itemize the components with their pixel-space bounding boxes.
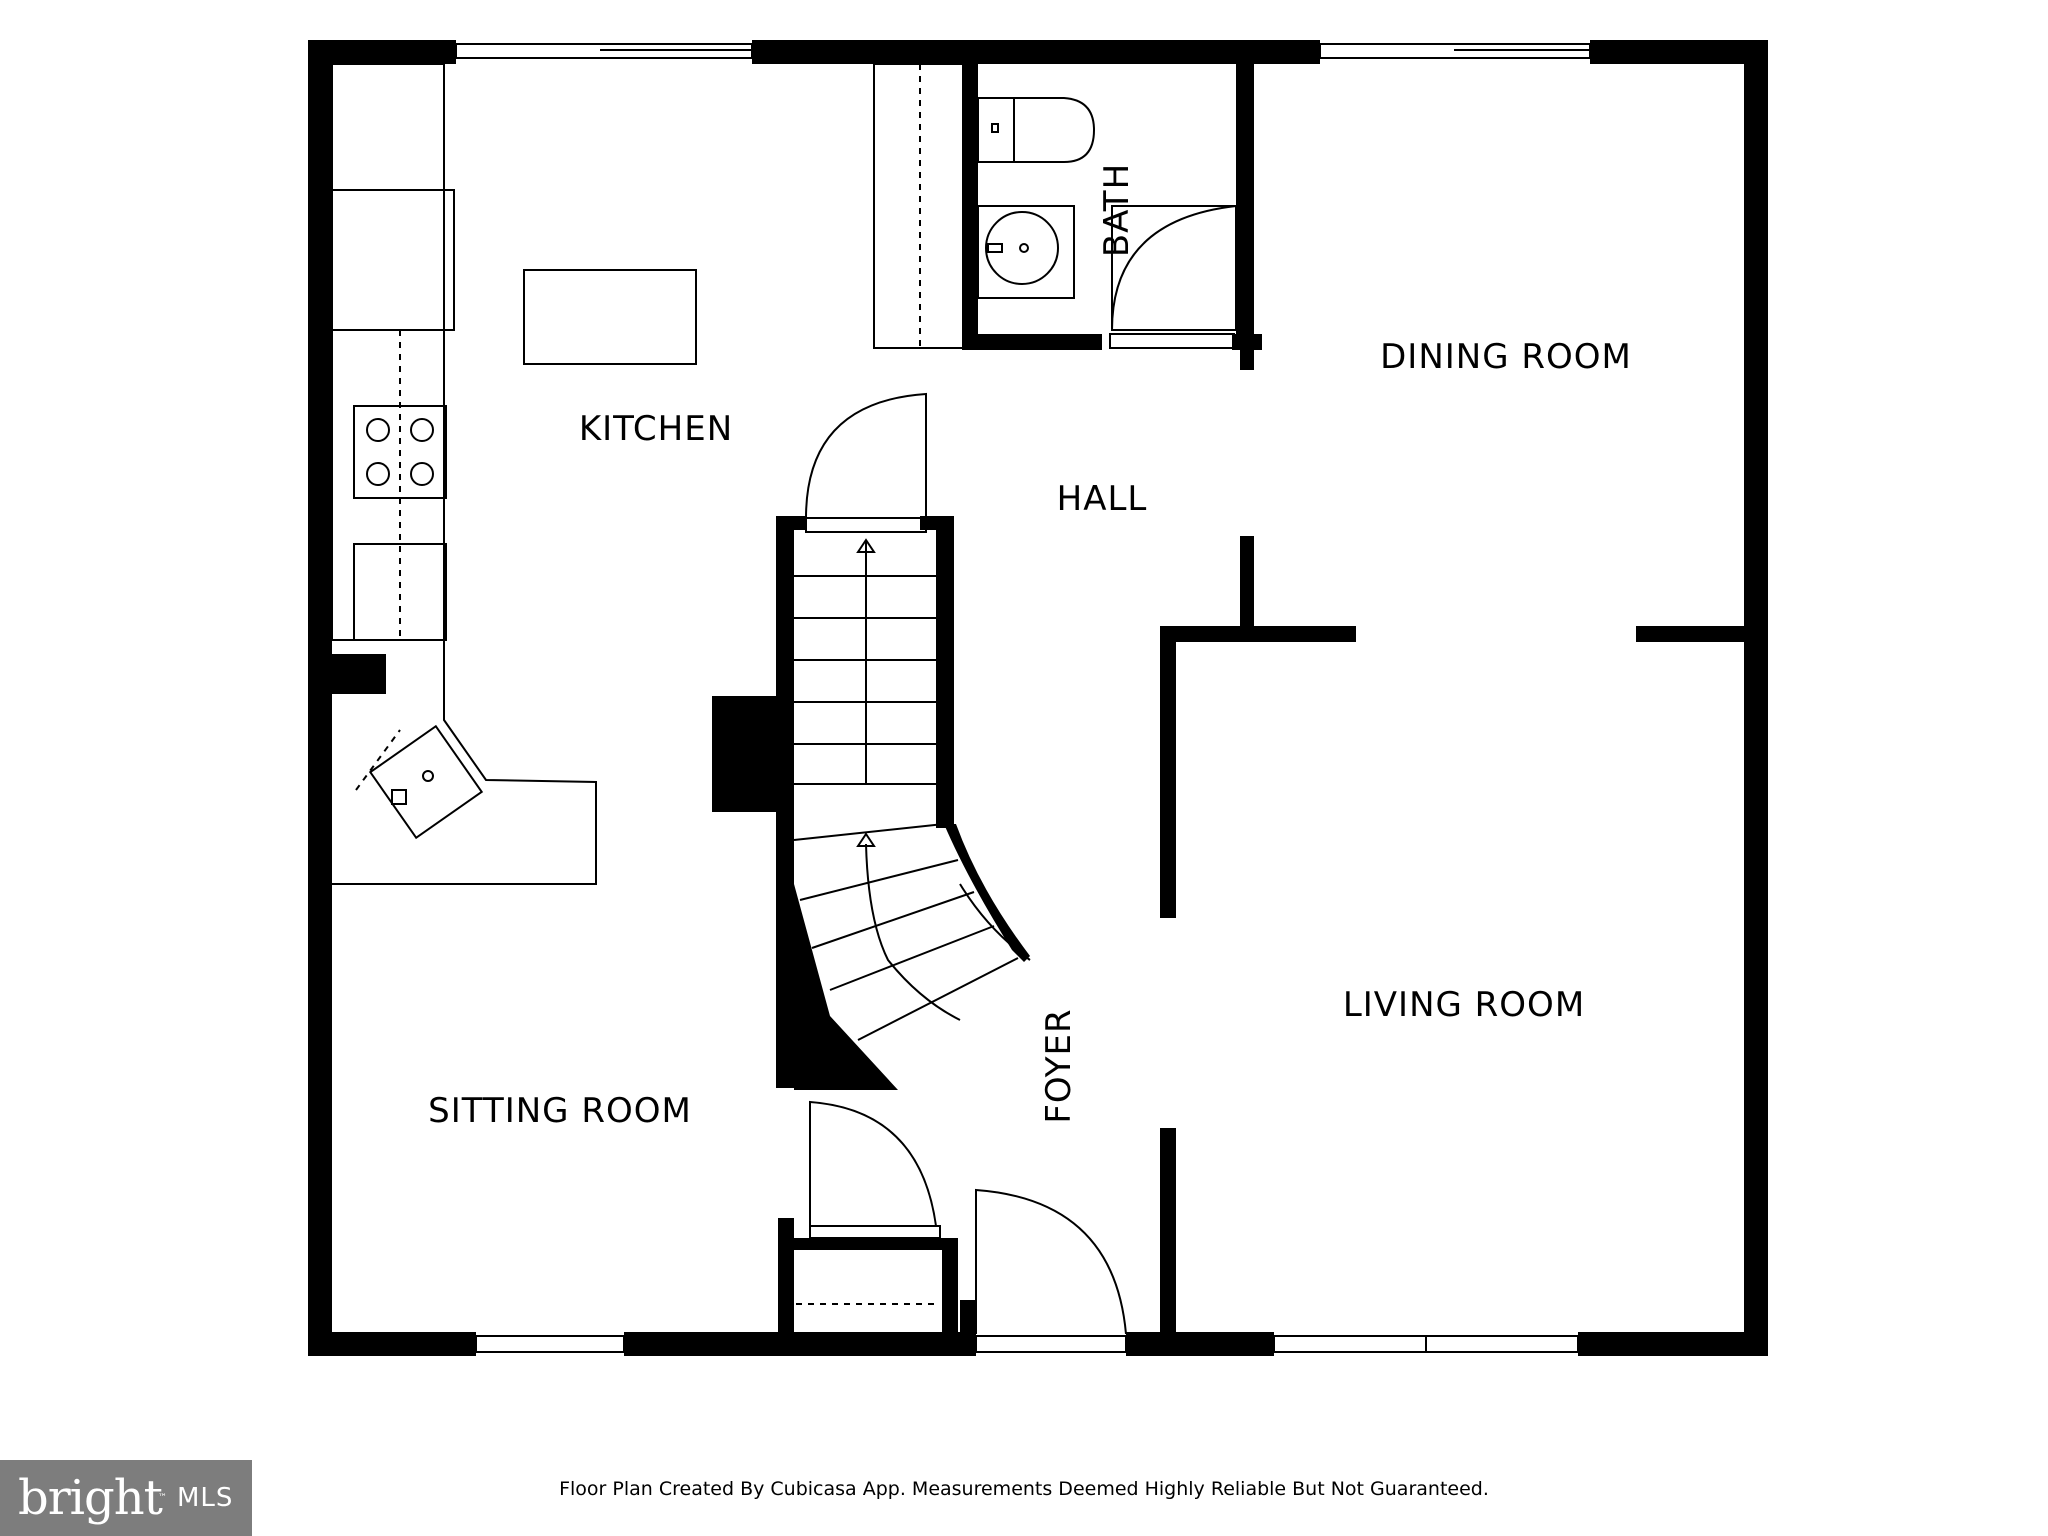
kitchen-fixtures [331,63,965,885]
wall-left-upper [308,40,332,880]
wall-dining-bottom-r [1636,626,1768,642]
window-sitting-bottom [475,1335,625,1353]
bath-door-swing [1111,205,1237,331]
label-dining-room: DINING ROOM [1380,337,1632,377]
bath-sink [977,205,1075,299]
closet-door-sill [809,1225,941,1239]
kitchen-counter-upper [331,63,445,331]
wall-top-mid [752,40,1320,64]
counter-dash-2 [355,729,401,791]
front-door [975,1188,1127,1353]
bath-sink-drain [1019,243,1029,253]
wall-foyer-door-l [960,1300,976,1356]
stair-arrow-head-2 [856,832,876,847]
stair-tread [811,891,975,949]
stair-arrow-curve [865,843,961,1021]
front-door-swing [975,1188,1127,1335]
toilet [977,97,1096,163]
stair-tread [793,823,945,841]
stairs [793,392,1031,1041]
stair-curve-wall [944,824,1030,962]
wall-right [1744,40,1768,1356]
faucet [391,789,407,805]
wall-left-lower [308,880,332,1356]
wall-closet-right [942,1238,958,1354]
closet [796,1100,941,1305]
stair-door-swing [805,392,927,519]
wall-bottom-1 [308,1332,476,1356]
label-hall: HALL [1057,479,1148,519]
bath-door-sill [1109,333,1235,349]
kitchen-sink [368,724,484,840]
label-kitchen: KITCHEN [579,409,733,449]
refrigerator [331,189,455,331]
wall-pier [330,654,386,694]
wall-stair-top-r [920,516,954,530]
wall-top-right [1590,40,1766,64]
wall-bath-left [962,60,978,350]
burner [366,462,390,486]
wall-top-left [308,40,456,64]
wall-living-left-lower [1160,1128,1176,1354]
front-door-sill [975,1335,1127,1353]
bath-fixtures [977,97,1237,349]
stair-curve-inner [959,883,1031,961]
kitchen-island [523,269,697,365]
stove [353,405,447,499]
wall-dining-bottom-l [1160,626,1356,642]
toilet-tank [977,97,1015,163]
windows [455,43,1591,1353]
floor-plan: KITCHEN HALL BATH DINING ROOM LIVING ROO… [308,40,1768,1356]
bright-mls-logo: bright ™ MLS [0,1460,252,1536]
wall-living-left-upper [1160,626,1176,918]
kitchen-counter-corner [332,639,597,885]
wall-dining-left-upper [1240,60,1254,370]
wall-stair-left [776,516,794,1088]
stair-tread [799,859,959,901]
sink-drain [422,770,434,782]
wall-dining-left-lower [1240,536,1254,628]
stair-tread [857,957,1019,1041]
toilet-button [991,123,999,133]
stair-tread [829,925,995,991]
stair-wedge [794,884,898,1090]
label-sitting-room: SITTING ROOM [428,1091,692,1131]
label-foyer: FOYER [1039,1008,1079,1123]
wall-closet-top [778,1238,954,1250]
wall-closet-left [778,1218,794,1354]
bath-sink-basin [985,211,1059,285]
wall-bottom-3 [1126,1332,1274,1356]
label-living-room: LIVING ROOM [1343,985,1585,1025]
wall-stair-top [776,516,806,530]
stair-door-sill [805,517,927,533]
burner [366,418,390,442]
label-bath: BATH [1097,163,1137,257]
wall-bath-bottom [962,334,1102,350]
burner [410,462,434,486]
wall-stair-right [936,516,954,828]
logo-tm: ™ [157,1493,167,1503]
bath-faucet [987,243,1003,253]
walls [308,40,1768,1356]
closet-door-swing [809,1100,937,1227]
bath-door [1111,205,1237,331]
chimney [712,696,778,812]
logo-mark: MLS [176,1483,234,1513]
stair-arrow-head [856,538,876,553]
wall-bottom-2 [624,1332,974,1356]
kitchen-counter-mid [331,329,445,641]
logo-word: bright [18,1470,163,1526]
wall-bottom-4 [1578,1332,1768,1356]
footer-disclaimer: Floor Plan Created By Cubicasa App. Meas… [559,1478,1489,1500]
burner [410,418,434,442]
